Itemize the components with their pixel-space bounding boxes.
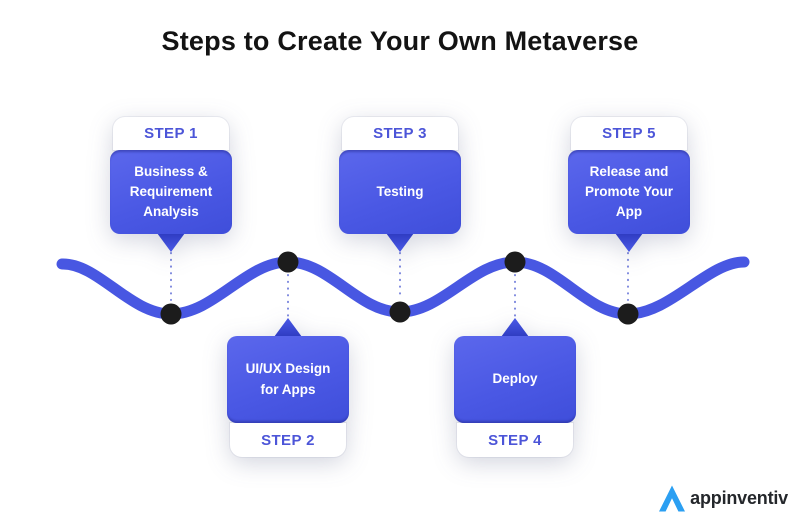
step-card-3: STEP 3 Testing <box>339 117 461 252</box>
milestone-dot-5 <box>617 303 639 325</box>
step-5-label: STEP 5 <box>571 117 687 150</box>
pointer-up-icon <box>274 318 302 337</box>
step-card-4: Deploy STEP 4 <box>454 318 576 457</box>
brand-logo: appinventiv <box>659 485 788 512</box>
appinventiv-a-icon <box>659 485 686 512</box>
pointer-down-icon <box>386 233 414 252</box>
step-1-text: Business & Requirement Analysis <box>110 150 232 234</box>
step-card-1: STEP 1 Business & Requirement Analysis <box>110 117 232 252</box>
milestone-dot-1 <box>160 303 182 325</box>
step-4-text: Deploy <box>454 336 576 423</box>
milestone-dot-3 <box>389 301 411 323</box>
page-title: Steps to Create Your Own Metaverse <box>161 26 639 56</box>
step-card-2: UI/UX Design for Apps STEP 2 <box>227 318 349 457</box>
milestone-dot-2 <box>277 251 299 273</box>
step-5-text: Release and Promote Your App <box>568 150 690 234</box>
step-4-label: STEP 4 <box>457 423 573 457</box>
pointer-down-icon <box>615 233 643 252</box>
step-3-text: Testing <box>339 150 461 234</box>
step-1-label: STEP 1 <box>113 117 229 150</box>
brand-logo-text: appinventiv <box>690 488 788 508</box>
pointer-down-icon <box>157 233 185 252</box>
pointer-up-icon <box>501 318 529 337</box>
step-2-text: UI/UX Design for Apps <box>227 336 349 423</box>
milestone-dot-4 <box>504 251 526 273</box>
step-3-label: STEP 3 <box>342 117 458 150</box>
step-card-5: STEP 5 Release and Promote Your App <box>568 117 690 252</box>
step-2-label: STEP 2 <box>230 423 346 457</box>
